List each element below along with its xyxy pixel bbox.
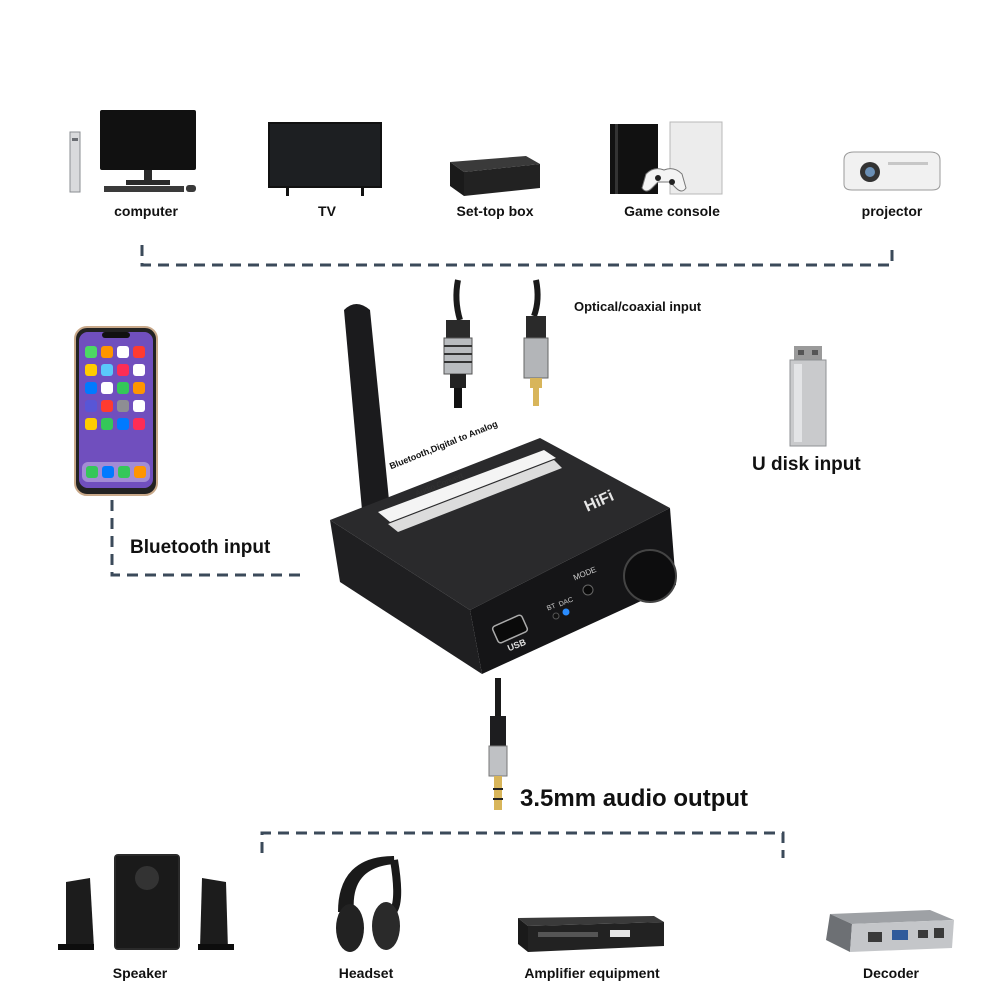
decoder-label: Decoder (862, 965, 920, 981)
tv-icon (268, 122, 382, 196)
output-bracket-line (260, 831, 785, 858)
amplifier-icon (518, 916, 664, 952)
set-top-box-label: Set-top box (456, 203, 534, 219)
headset-icon (336, 856, 402, 952)
u-disk-icon (789, 346, 827, 447)
bluetooth-input-label: Bluetooth input (130, 537, 271, 558)
antenna-icon (344, 304, 390, 515)
amplifier-label: Amplifier equipment (524, 965, 660, 981)
optical-coaxial-input-label: Optical/coaxial input (574, 299, 702, 314)
source-bracket-line (140, 245, 894, 267)
audio-output-label: 3.5mm audio output (520, 785, 748, 812)
dac-device (330, 304, 677, 674)
speaker-icon (58, 854, 234, 950)
computer-icon (69, 110, 196, 193)
tv-label: TV (318, 203, 336, 219)
game-console-icon (610, 121, 723, 195)
decoder-icon (826, 910, 954, 952)
projector-icon (843, 151, 941, 191)
coaxial-cable-icon (523, 279, 549, 406)
bluetooth-connector-line (110, 500, 300, 577)
smartphone-icon (74, 326, 158, 496)
speaker-label: Speaker (112, 965, 168, 981)
game-console-label: Game console (624, 203, 720, 219)
headset-label: Headset (338, 965, 394, 981)
optical-cable-icon (443, 279, 473, 408)
u-disk-input-label: U disk input (752, 454, 861, 475)
audio-jack-icon (488, 678, 508, 810)
set-top-box-icon (450, 156, 540, 196)
projector-label: projector (861, 203, 923, 219)
computer-label: computer (114, 203, 178, 219)
